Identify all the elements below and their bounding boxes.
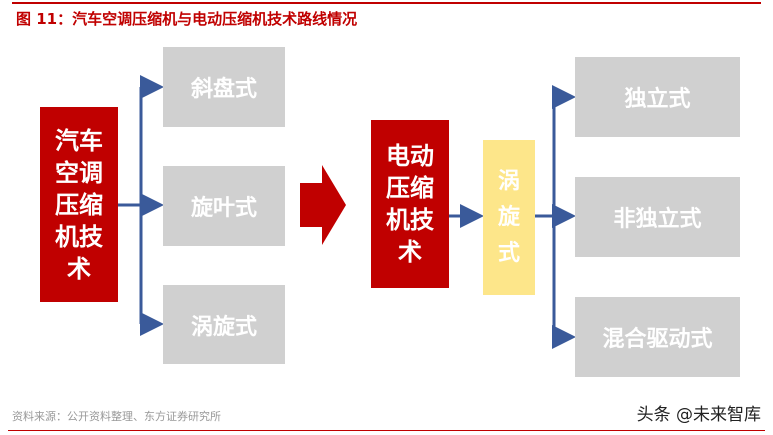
figure-title: 图 11：汽车空调压缩机与电动压缩机技术路线情况 [16, 10, 358, 28]
branch-label: 斜盘式 [190, 77, 257, 102]
branch-scroll: 涡旋式 [163, 285, 285, 364]
bottom-rule [8, 430, 765, 431]
branch-swashplate: 斜盘式 [163, 47, 285, 127]
source-note: 资料来源：公开资料整理、东方证券研究所 [12, 410, 221, 423]
branch-rotary-vane: 旋叶式 [163, 166, 285, 246]
branch-label: 旋叶式 [190, 196, 257, 221]
scroll-box: 涡旋式 [483, 140, 535, 295]
branch-label: 独立式 [624, 87, 691, 112]
branch-independent: 独立式 [575, 57, 740, 137]
electric-compressor-box: 电动压缩机技术 [371, 120, 449, 288]
top-rule [12, 2, 761, 4]
big-arrow-icon [300, 165, 346, 245]
branch-hybrid: 混合驱动式 [575, 297, 740, 377]
ac-compressor-label: 汽车空调压缩机技术 [55, 126, 103, 283]
branch-label: 涡旋式 [190, 314, 257, 340]
branch-label: 非独立式 [613, 207, 702, 232]
branch-non-independent: 非独立式 [575, 177, 740, 257]
scroll-label: 涡旋式 [498, 168, 521, 266]
branch-label: 混合驱动式 [602, 327, 713, 352]
ac-compressor-box: 汽车空调压缩机技术 [40, 107, 118, 302]
electric-compressor-label: 电动压缩机技术 [386, 142, 434, 266]
watermark: 头条 @未来智库 [636, 405, 761, 425]
